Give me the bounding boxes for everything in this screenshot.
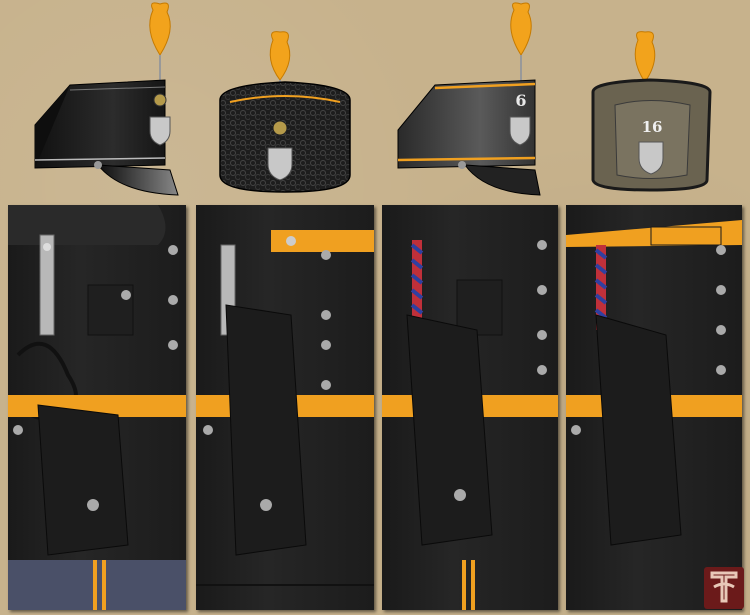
cap-2-fur-cap bbox=[219, 31, 351, 193]
uniform-2 bbox=[196, 205, 374, 610]
button-icon bbox=[121, 290, 131, 300]
plume-icon bbox=[510, 2, 532, 85]
button-icon bbox=[87, 499, 99, 511]
cap-3-number: 6 bbox=[515, 91, 526, 110]
cap-4-fez: 16 bbox=[591, 31, 712, 192]
button-icon bbox=[454, 489, 466, 501]
badge-icon bbox=[267, 147, 293, 181]
badge-icon bbox=[509, 116, 531, 146]
badge-icon bbox=[149, 116, 171, 146]
uniform-1 bbox=[8, 205, 186, 610]
uniform-4 bbox=[566, 205, 742, 610]
shoulder-strap-orange bbox=[271, 230, 374, 252]
uniform-3 bbox=[382, 205, 558, 610]
cap-3-shako: 6 bbox=[397, 2, 541, 196]
cap-1-shako bbox=[34, 2, 179, 196]
plume-icon bbox=[149, 2, 171, 95]
epaulette-silver bbox=[39, 234, 55, 336]
badge-icon bbox=[638, 141, 664, 175]
button-icon bbox=[260, 499, 272, 511]
logo-icon bbox=[704, 567, 744, 609]
cap-4-number: 16 bbox=[642, 118, 663, 136]
